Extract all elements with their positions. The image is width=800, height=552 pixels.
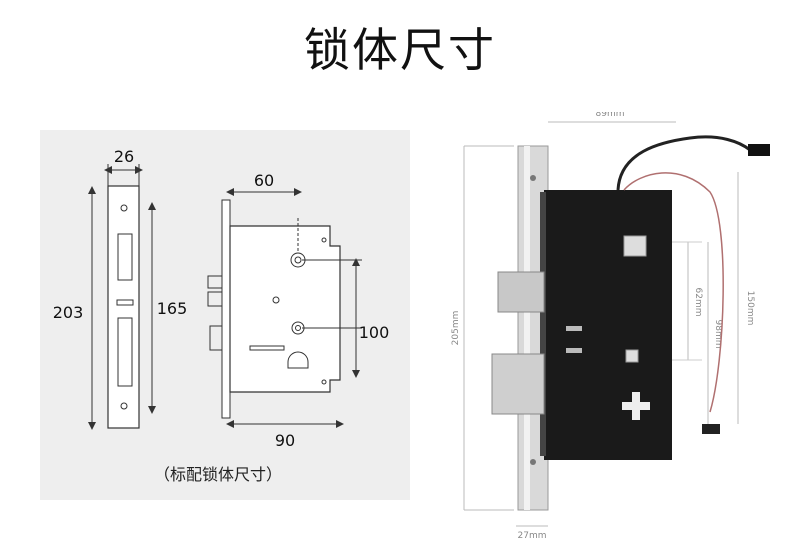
dim-90-label: 90 <box>275 431 295 450</box>
lock-body-line-drawing: 26 203 165 60 100 90 （ <box>53 147 390 484</box>
lock-case <box>544 190 672 460</box>
line-drawing-panel: 26 203 165 60 100 90 （ <box>40 130 410 500</box>
dim-165-label: 165 <box>157 299 188 318</box>
dim-100-label: 100 <box>359 323 390 342</box>
dim-27mm-label: 27mm <box>518 531 547 541</box>
dead-bolt <box>491 353 545 415</box>
dim-26-label: 26 <box>114 147 134 166</box>
dim-203-label: 203 <box>53 303 84 322</box>
cable-red <box>623 172 724 413</box>
dim-60-label: 60 <box>254 171 274 190</box>
dim-150mm-label: 150mm <box>745 291 755 326</box>
cable-black <box>616 135 751 191</box>
lock-body-photo: 89mm 205mm 27mm 62mm 98mm 150mm <box>451 109 770 541</box>
caption: （标配锁体尺寸） <box>154 465 282 484</box>
page-title: 锁体尺寸 <box>304 23 496 77</box>
dim-89mm-label: 89mm <box>596 112 625 119</box>
connector <box>748 144 770 156</box>
connector-small <box>702 424 720 434</box>
latch-bolt <box>497 271 545 313</box>
dim-205mm-label: 205mm <box>451 311 461 346</box>
spindle-square <box>623 235 647 257</box>
dim-62mm-label: 62mm <box>693 288 703 317</box>
cylinder-hole <box>622 392 650 420</box>
lock-body-photo-panel: 89mm 205mm 27mm 62mm 98mm 150mm <box>440 109 780 542</box>
faceplate-drawing <box>107 185 140 429</box>
lock-body-side-drawing <box>207 199 341 419</box>
dim-98mm-label: 98mm <box>713 320 723 349</box>
